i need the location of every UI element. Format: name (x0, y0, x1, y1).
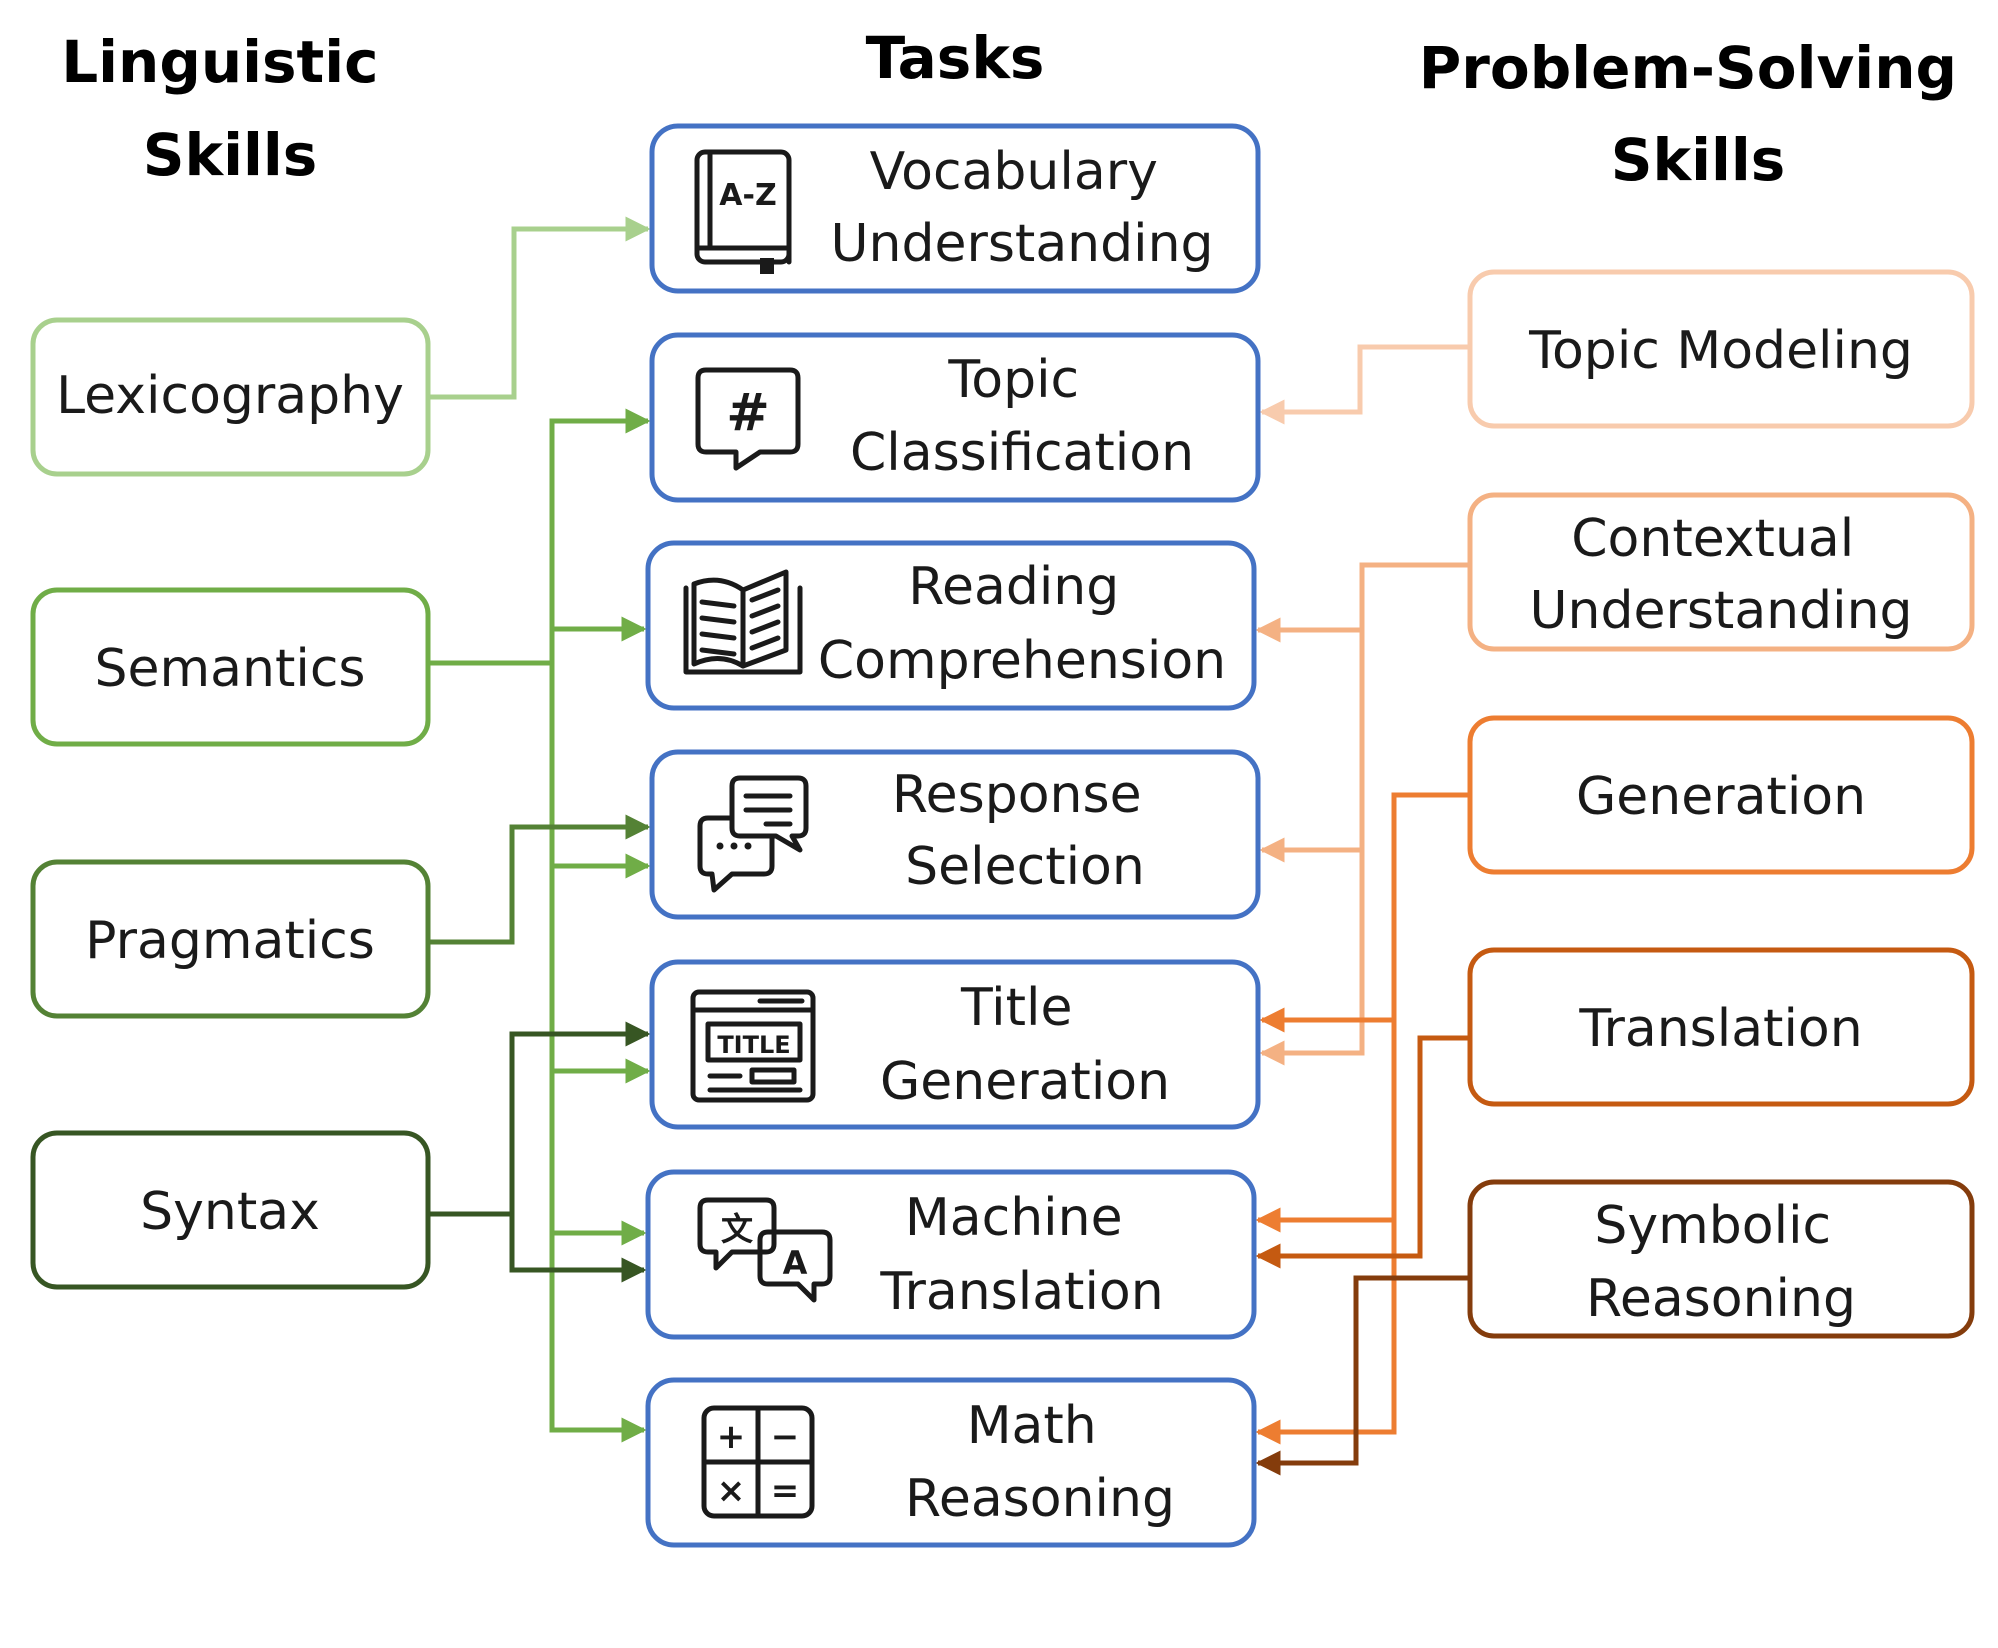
connector-symbolic-to-math (1255, 1275, 1470, 1476)
connector-generation-to-title (1259, 792, 1470, 1033)
svg-text:A: A (783, 1244, 808, 1282)
header-tasks: Tasks (866, 24, 1045, 92)
open-book-icon (683, 569, 803, 675)
connector-semantics-to-mt (428, 660, 647, 1246)
svg-text:Vocabulary Understanding: Vocabulary Understanding (830, 142, 1213, 274)
task-topic-classification: Topic Classification # (649, 332, 1261, 503)
svg-text:Semantics: Semantics (95, 639, 366, 699)
linguistic-skill-syntax: Syntax (30, 1130, 431, 1290)
svg-text:文: 文 (721, 1210, 753, 1248)
problem-solving-skill-generation: Generation (1467, 715, 1975, 875)
svg-text:×: × (717, 1471, 746, 1511)
linguistic-skill-pragmatics: Pragmatics (30, 859, 431, 1019)
svg-text:=: = (771, 1471, 800, 1511)
hashtag-chat-icon: # (695, 367, 801, 471)
connector-contextual-to-title (1259, 562, 1470, 1066)
task-response-selection: Response Selection (649, 749, 1261, 920)
task-math-reasoning: Math Reasoning + − × = (645, 1377, 1257, 1548)
connector-syntax-to-title (428, 1021, 651, 1217)
connector-generation-to-math (1255, 792, 1470, 1445)
linguistic-skill-lexicography: Lexicography (30, 317, 431, 477)
title-window-icon: TITLE (690, 989, 816, 1103)
linguistic-skill-semantics: Semantics (30, 587, 431, 747)
task-reading-comprehension: Reading Comprehension (645, 540, 1257, 711)
svg-text:Reading Comprehension: Reading Comprehension (818, 557, 1226, 691)
svg-text:Response Selection: Response Selection (892, 765, 1158, 897)
svg-text:Math Reasoning: Math Reasoning (905, 1396, 1175, 1529)
problem-solving-skill-topic-modeling: Topic Modeling (1467, 269, 1975, 429)
svg-text:Topic Classification: Topic Classification (850, 350, 1194, 483)
svg-text:A-Z: A-Z (719, 178, 776, 213)
translate-icon: 文 A (697, 1197, 833, 1303)
svg-text:Lexicography: Lexicography (56, 366, 404, 426)
svg-text:+: + (717, 1417, 746, 1457)
connector-semantics-to-response (428, 660, 651, 879)
book-az-icon: A-Z (694, 149, 792, 274)
connector-semantics-to-reading (428, 616, 647, 666)
svg-text:Topic Modeling: Topic Modeling (1528, 321, 1913, 381)
connector-translation-to-mt (1255, 1035, 1470, 1269)
svg-text:−: − (771, 1417, 800, 1457)
svg-text:Syntax: Syntax (140, 1182, 320, 1242)
connector-syntax-to-mt (428, 1211, 647, 1283)
calculator-icon: + − × = (701, 1405, 815, 1519)
problem-solving-skill-contextual-understanding: Contextual Understanding (1467, 492, 1975, 652)
svg-text:Title Generation: Title Generation (880, 978, 1170, 1112)
problem-solving-skill-symbolic-reasoning: Symbolic Reasoning (1467, 1179, 1975, 1339)
task-vocabulary-understanding: Vocabulary Understanding A-Z (649, 123, 1261, 294)
connector-lexicography-to-vocab (428, 216, 651, 400)
problem-solving-skill-translation: Translation (1467, 947, 1975, 1107)
header-problem-solving-skills: Problem-Solving Skills (1419, 34, 1977, 194)
svg-text:TITLE: TITLE (717, 1031, 790, 1059)
connector-contextual-to-response (1259, 562, 1470, 863)
chat-bubbles-icon (697, 775, 809, 893)
svg-text:Contextual Understanding: Contextual Understanding (1529, 509, 1912, 641)
header-linguistic-skills: Linguistic Skills (61, 28, 399, 189)
connector-pragmatics-to-response (428, 814, 651, 945)
connector-layer (428, 216, 1470, 1476)
svg-text:Translation: Translation (1578, 999, 1862, 1059)
svg-text:Symbolic Reasoning: Symbolic Reasoning (1586, 1196, 1856, 1329)
svg-text:Generation: Generation (1576, 767, 1866, 827)
connector-topic_modeling-to-topic (1259, 344, 1470, 425)
svg-text:Machine Translation: Machine Translation (879, 1188, 1163, 1322)
svg-text:Pragmatics: Pragmatics (85, 911, 375, 971)
svg-text:#: # (726, 383, 770, 443)
task-title-generation: Title Generation TITLE (649, 959, 1261, 1130)
connector-semantics-to-math (428, 660, 647, 1443)
task-machine-translation: Machine Translation 文 A (645, 1169, 1257, 1340)
